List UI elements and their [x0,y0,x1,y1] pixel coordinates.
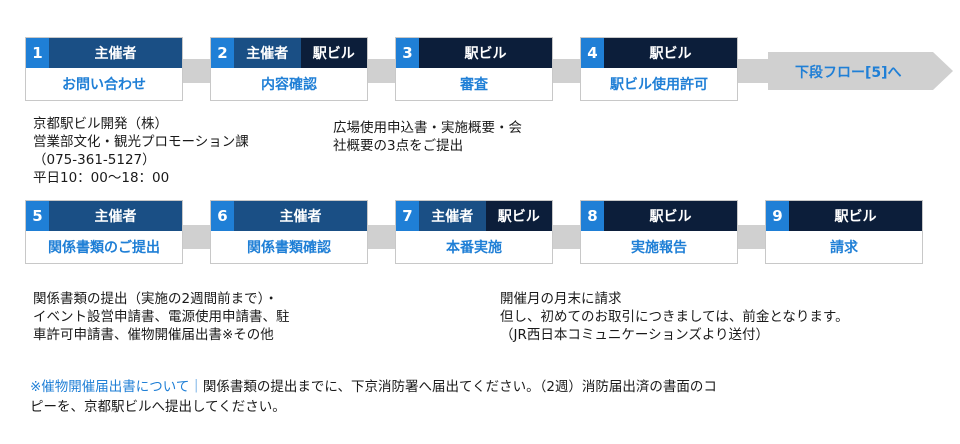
note-line: 車許可申請書、催物開催届出書※その他 [33,327,274,343]
next-row-label: 下段フロー[5]へ [795,65,902,81]
fire-notice: ※催物開催届出書について｜関係書類の提出までに、下京消防署へ届出てください。（2… [30,377,717,417]
actor-station-building: 駅ビル [604,201,737,231]
step-number: 4 [581,38,604,68]
step-action: 関係書類確認 [247,240,331,256]
actor-organizer: 主催者 [419,201,486,231]
actor-organizer: 主催者 [49,201,182,231]
step-number: 6 [211,201,234,231]
note-line: 京都駅ビル開発（株） [33,116,168,132]
step-action: 本番実施 [446,240,502,256]
step-action: 駅ビル使用許可 [610,77,708,93]
actor-station-building: 駅ビル [789,201,922,231]
step-number: 1 [26,38,49,68]
step-action: お問い合わせ [62,77,146,93]
note-line: 開催月の月末に請求 [500,291,622,307]
fire-notice-text: 関係書類の提出までに、下京消防署へ届出てください。（2週）消防届出済の書面のコ [202,379,717,395]
step-number: 9 [766,201,789,231]
next-row-arrow-head [933,52,953,90]
note-line: 関係書類の提出（実施の2週間前まで）・ [33,291,278,307]
step-action: 実施報告 [631,240,687,256]
note-line: （JR西日本コミュニケーションズより送付） [500,327,770,343]
documents-note: 関係書類の提出（実施の2週間前まで）・ イベント設営申請書、電源使用申請書、駐 … [33,290,290,344]
actor-station-building: 駅ビル [419,38,552,68]
actor-station-building: 駅ビル [604,38,737,68]
step-action: 審査 [460,77,488,93]
step-action: 内容確認 [261,77,317,93]
actor-station-building: 駅ビル [300,38,367,68]
step-number: 8 [581,201,604,231]
note-line: 平日10：00〜18：00 [33,170,170,186]
fire-notice-line-1: ※催物開催届出書について｜関係書類の提出までに、下京消防署へ届出てください。（2… [30,377,717,397]
contact-note: 京都駅ビル開発（株） 営業部文化・観光プロモーション課 （075-361-512… [33,115,249,187]
actor-station-building: 駅ビル [485,201,552,231]
step-number: 5 [26,201,49,231]
actor-organizer: 主催者 [234,201,367,231]
fire-notice-line-2: ピーを、京都駅ビルへ提出してください。 [30,399,286,415]
billing-note: 開催月の月末に請求 但し、初めてのお取引につきましては、前金となります。 （JR… [500,290,849,344]
application-note: 広場使用申込書・実施概要・会 社概要の3点をご提出 [333,119,522,155]
next-row-arrow-body [768,52,933,90]
step-action: 関係書類のご提出 [48,240,160,256]
step-number: 3 [396,38,419,68]
note-line: 社概要の3点をご提出 [333,138,464,154]
note-line: 但し、初めてのお取引につきましては、前金となります。 [500,309,849,325]
actor-organizer: 主催者 [234,38,301,68]
note-line: 営業部文化・観光プロモーション課 [33,134,249,150]
step-action: 請求 [830,240,858,256]
note-line: イベント設営申請書、電源使用申請書、駐 [33,309,290,325]
actor-organizer: 主催者 [49,38,182,68]
note-line: （075-361-5127） [33,152,156,168]
note-line: 広場使用申込書・実施概要・会 [333,120,522,136]
step-number: 2 [211,38,234,68]
step-number: 7 [396,201,419,231]
fire-notice-lead: ※催物開催届出書について｜ [30,379,203,395]
